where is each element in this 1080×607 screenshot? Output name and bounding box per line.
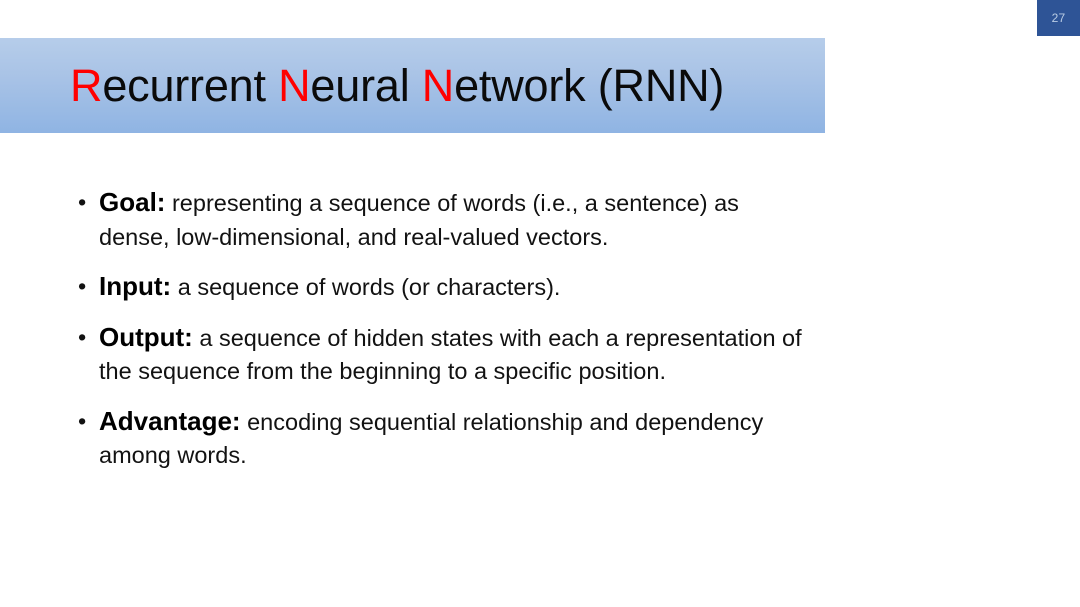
- bullet-marker-icon: •: [78, 407, 87, 434]
- bullet-text-advantage: encoding sequential relationship and dep…: [99, 408, 764, 469]
- bullet-label-advantage: Advantage:: [99, 405, 241, 436]
- bullet-item-output: • Output: a sequence of hidden states wit…: [70, 321, 810, 389]
- title-segment-plain-1: ecurrent: [102, 60, 279, 111]
- bullet-label-output: Output:: [99, 321, 193, 352]
- title-segment-accent-1: R: [70, 60, 103, 111]
- title-segment-accent-3: N: [421, 60, 455, 111]
- bullet-item-goal: • Goal: representing a sequence of words …: [70, 186, 810, 254]
- bullet-marker-icon: •: [78, 323, 87, 350]
- bullet-item-input: • Input: a sequence of words (or characte…: [70, 270, 810, 305]
- content-body: • Goal: representing a sequence of words …: [70, 186, 810, 473]
- bullet-label-goal: Goal:: [99, 187, 166, 217]
- bullet-text-output: a sequence of hidden states with each a …: [99, 324, 802, 385]
- page-title: Recurrent Neural Network (RNN): [0, 63, 724, 108]
- title-segment-plain-2: eural: [310, 60, 422, 111]
- title-banner: Recurrent Neural Network (RNN): [0, 38, 825, 133]
- bullet-marker-icon: •: [78, 189, 87, 215]
- bullet-text-goal: representing a sequence of words (i.e., …: [99, 190, 739, 250]
- page-number-badge: 27: [1037, 0, 1080, 36]
- page-number-text: 27: [1051, 11, 1066, 25]
- title-segment-accent-2: N: [278, 60, 311, 111]
- bullet-label-input: Input:: [99, 271, 172, 301]
- title-segment-plain-3: etwork (RNN): [454, 60, 725, 111]
- bullet-item-advantage: • Advantage: encoding sequential relation…: [70, 405, 810, 473]
- bullet-marker-icon: •: [78, 273, 87, 299]
- bullet-text-input: a sequence of words (or characters).: [171, 274, 561, 300]
